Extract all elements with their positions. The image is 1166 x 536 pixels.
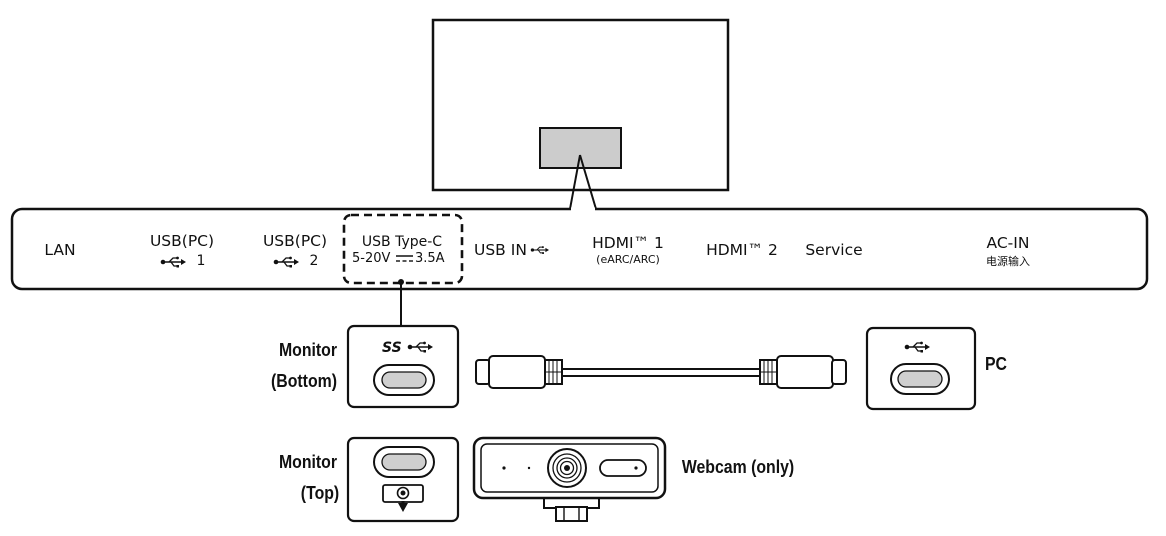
usb-icon bbox=[904, 341, 930, 353]
port-sub-ac-in: 电源输入 bbox=[986, 255, 1030, 268]
pc-label: PC bbox=[984, 354, 1007, 374]
port-label-service: Service bbox=[805, 241, 863, 259]
callout-line-right bbox=[579, 154, 597, 210]
port-label-usb-pc-2: USB(PC) bbox=[262, 232, 328, 250]
port-label-usb-in: USB IN bbox=[474, 241, 527, 259]
monitor-bottom-label-2: (Bottom) bbox=[271, 371, 337, 391]
port-area-highlight bbox=[539, 127, 622, 169]
port-label-hdmi-2: HDMI™ 2 bbox=[706, 241, 778, 259]
svg-text:SS: SS bbox=[382, 340, 402, 356]
monitor-top-label-1: Monitor bbox=[278, 452, 338, 472]
monitor-top-label-2: (Top) bbox=[300, 483, 340, 503]
webcam bbox=[472, 436, 667, 522]
port-label-usb-pc-1: USB(PC) bbox=[149, 232, 215, 250]
webcam-mount-icon bbox=[382, 484, 424, 512]
port-number-usb-pc-2: 2 bbox=[309, 253, 319, 269]
usb-icon bbox=[160, 256, 186, 268]
usb-c-cable bbox=[475, 355, 847, 389]
monitor-bottom-label-1: Monitor bbox=[278, 340, 338, 360]
usb-icon bbox=[273, 256, 299, 268]
port-number-usb-pc-1: 1 bbox=[196, 253, 206, 269]
callout-line-left bbox=[569, 154, 581, 210]
usb-icon bbox=[530, 246, 549, 254]
port-sub-hdmi-1: (eARC/ARC) bbox=[596, 253, 660, 266]
webcam-label: Webcam (only) bbox=[681, 457, 795, 477]
port-label-ac-in: AC-IN bbox=[986, 234, 1030, 252]
usb-type-c-highlight bbox=[342, 213, 464, 285]
port-label-lan: LAN bbox=[44, 241, 76, 259]
dc-symbol-icon bbox=[396, 255, 413, 262]
port-label-hdmi-1: HDMI™ 1 bbox=[592, 234, 664, 252]
usb-type-c-voltage: 5-20V bbox=[352, 251, 391, 266]
usb-type-c-current: 3.5A bbox=[415, 251, 445, 266]
port-label-usb-type-c: USB Type-C bbox=[361, 234, 443, 250]
usb-ss-icon: SS bbox=[382, 340, 433, 356]
